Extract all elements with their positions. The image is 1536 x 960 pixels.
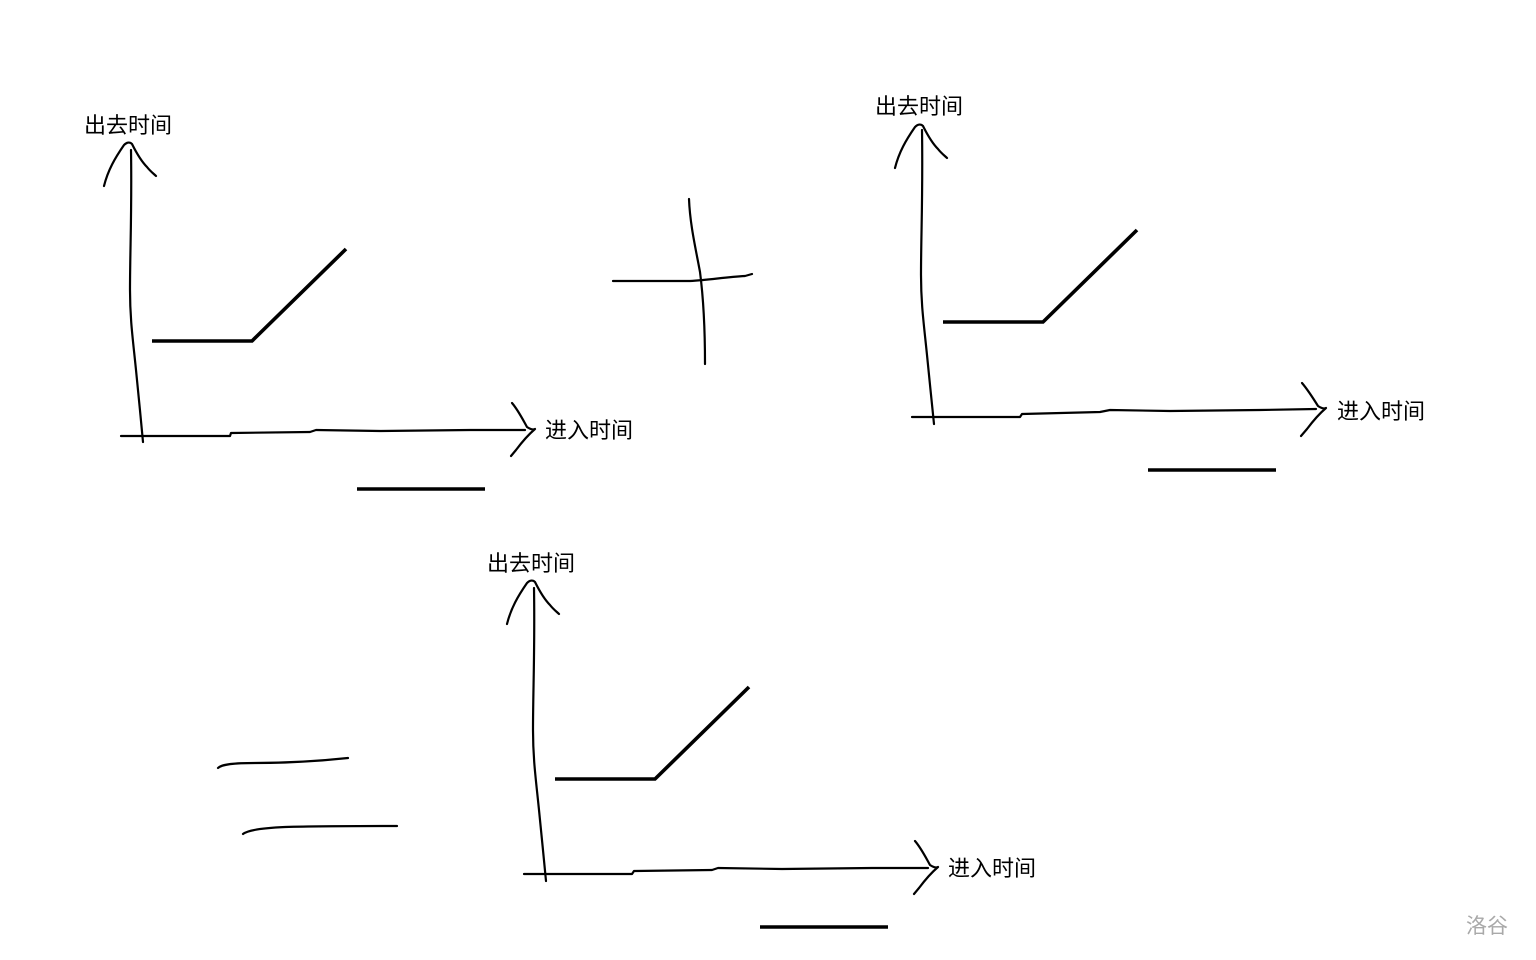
graph-1-y-axis-label: 出去时间 (84, 114, 172, 139)
equals-top-stroke (216, 756, 350, 770)
graph-1-y-axis (128, 148, 145, 444)
graph-2-y-arrowhead (893, 123, 949, 170)
graph-3-x-arrowhead (912, 839, 940, 896)
graph-3-y-axis (531, 586, 548, 883)
graph-2-x-axis (910, 407, 1318, 419)
graph-2-curve (943, 228, 1139, 324)
graph-1-y-arrowhead (102, 141, 158, 188)
graph-3: 出去时间 进入时间 (487, 552, 1036, 929)
watermark-text: 洛谷 (1466, 914, 1508, 938)
graph-1: 出去时间 进入时间 (84, 114, 633, 491)
graph-3-y-axis-label: 出去时间 (487, 552, 575, 577)
graph-3-curve (555, 685, 751, 781)
graph-1-x-axis (119, 428, 527, 438)
plus-vertical-stroke (687, 197, 707, 366)
graph-2-x-axis-label: 进入时间 (1337, 400, 1425, 425)
graph-1-curve (152, 247, 348, 343)
graph-3-y-arrowhead (505, 579, 561, 626)
graph-3-x-axis (522, 866, 930, 876)
equals-operator: = (216, 756, 399, 836)
plus-horizontal-stroke (611, 272, 754, 283)
plus-operator: + (611, 197, 754, 366)
equals-bottom-stroke (241, 824, 399, 836)
graph-2-x-arrowhead (1299, 381, 1328, 438)
graph-2-y-axis (919, 128, 936, 426)
graph-1-x-axis-label: 进入时间 (545, 419, 633, 444)
graph-1-x-arrowhead (509, 401, 537, 458)
graph-3-x-axis-label: 进入时间 (948, 857, 1036, 882)
graph-2: 出去时间 进入时间 (875, 95, 1425, 472)
graph-2-y-axis-label: 出去时间 (875, 95, 963, 120)
